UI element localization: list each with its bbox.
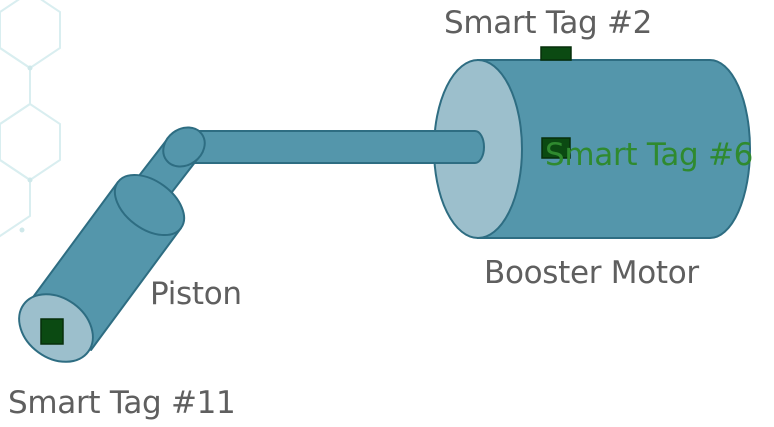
smart-tag-2-label: Smart Tag #2 <box>444 5 653 41</box>
connecting-rod <box>121 126 485 223</box>
smart-tag-2-marker[interactable] <box>540 46 572 61</box>
smart-tag-6-label: Smart Tag #6 <box>545 137 754 173</box>
smart-tag-11-marker[interactable] <box>40 318 64 345</box>
booster-motor-label: Booster Motor <box>484 255 699 291</box>
background-hex-pattern <box>0 0 61 238</box>
piston-label: Piston <box>150 276 242 312</box>
smart-tag-11-label: Smart Tag #11 <box>8 385 236 421</box>
smart-tag-6-marker[interactable] <box>541 137 571 159</box>
background-hex-dots <box>19 65 33 233</box>
piston-cylinder <box>18 173 186 363</box>
